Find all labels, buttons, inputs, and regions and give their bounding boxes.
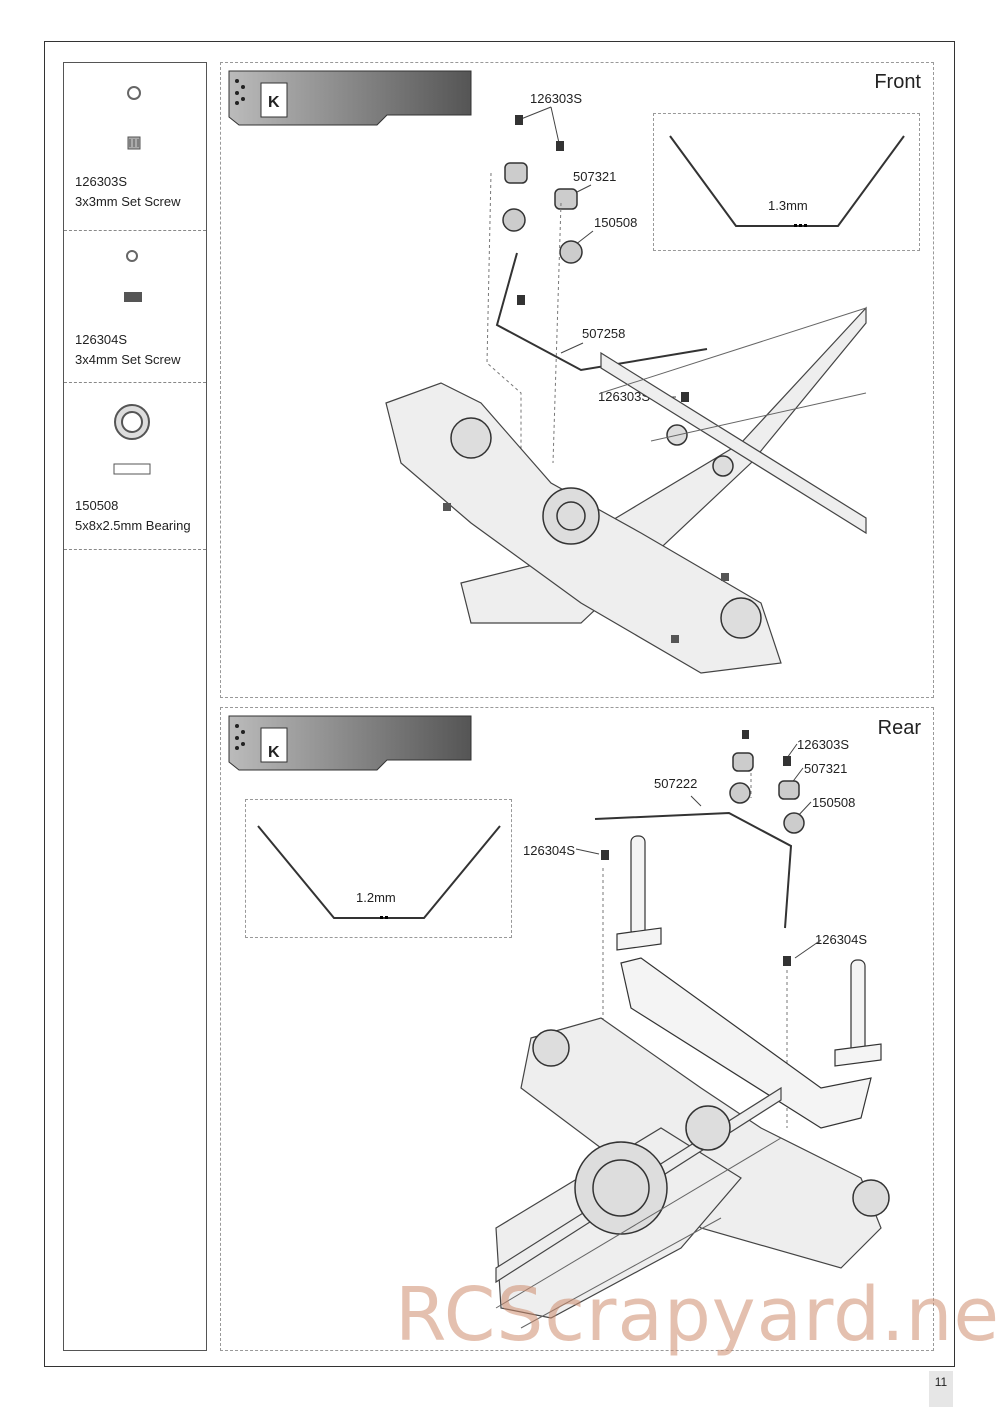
part-item: 126304S 3x4mm Set Screw <box>64 230 206 383</box>
callout-label: 507321 <box>804 761 848 776</box>
panel-title: Rear <box>877 717 921 739</box>
bearing-icon <box>113 404 151 475</box>
part-description: 3x4mm Set Screw <box>75 352 181 367</box>
callout-label: 126303S <box>598 389 651 404</box>
rear-suspension-drawing <box>495 730 890 1329</box>
inset-label: 1.2mm <box>356 890 396 905</box>
page-frame <box>44 41 955 1367</box>
part-code: 126303S <box>75 174 128 189</box>
part-item: 126303S 3x3mm Set Screw <box>64 63 206 231</box>
sway-bar-inset: 1.3mm <box>653 113 920 251</box>
callout-label: 126304S <box>523 843 576 858</box>
set-screw-icon <box>127 86 141 150</box>
sway-bar-inset: 1.2mm <box>245 799 512 938</box>
callout-label: 507222 <box>654 776 698 791</box>
callout-label: 150508 <box>594 215 638 230</box>
panel-title: Front <box>874 71 921 93</box>
page-number: 11 <box>929 1371 953 1407</box>
watermark: RCScrapyard.net <box>395 1272 1000 1358</box>
front-suspension-drawing <box>385 106 867 674</box>
bag-label: K <box>268 94 280 111</box>
set-screw-icon <box>124 250 142 302</box>
callout-label: 507258 <box>582 326 626 341</box>
part-description: 5x8x2.5mm Bearing <box>75 518 191 533</box>
callout-label: 126303S <box>530 91 583 106</box>
bag-label: K <box>268 744 280 761</box>
parts-sidebar: 126303S 3x3mm Set Screw 126304S 3x4mm Se… <box>63 62 207 1351</box>
rear-panel: K Rear 1.2mm 126303S 507321 507222 15050… <box>220 707 934 1351</box>
bag-k-header <box>228 715 472 771</box>
callout-label: 150508 <box>812 795 856 810</box>
sway-bar-icon <box>257 825 501 919</box>
callout-label: 126304S <box>815 932 868 947</box>
bag-k-header <box>228 70 472 126</box>
part-item: 150508 5x8x2.5mm Bearing <box>64 382 206 550</box>
part-code: 126304S <box>75 332 128 347</box>
part-description: 3x3mm Set Screw <box>75 194 181 209</box>
part-code: 150508 <box>75 498 119 513</box>
sway-bar-icon <box>669 135 905 227</box>
inset-label: 1.3mm <box>768 198 808 213</box>
front-panel: K Front 1.3mm 126303S 507321 150508 5072… <box>220 62 934 698</box>
callout-label: 126303S <box>797 737 850 752</box>
callout-label: 507321 <box>573 169 617 184</box>
